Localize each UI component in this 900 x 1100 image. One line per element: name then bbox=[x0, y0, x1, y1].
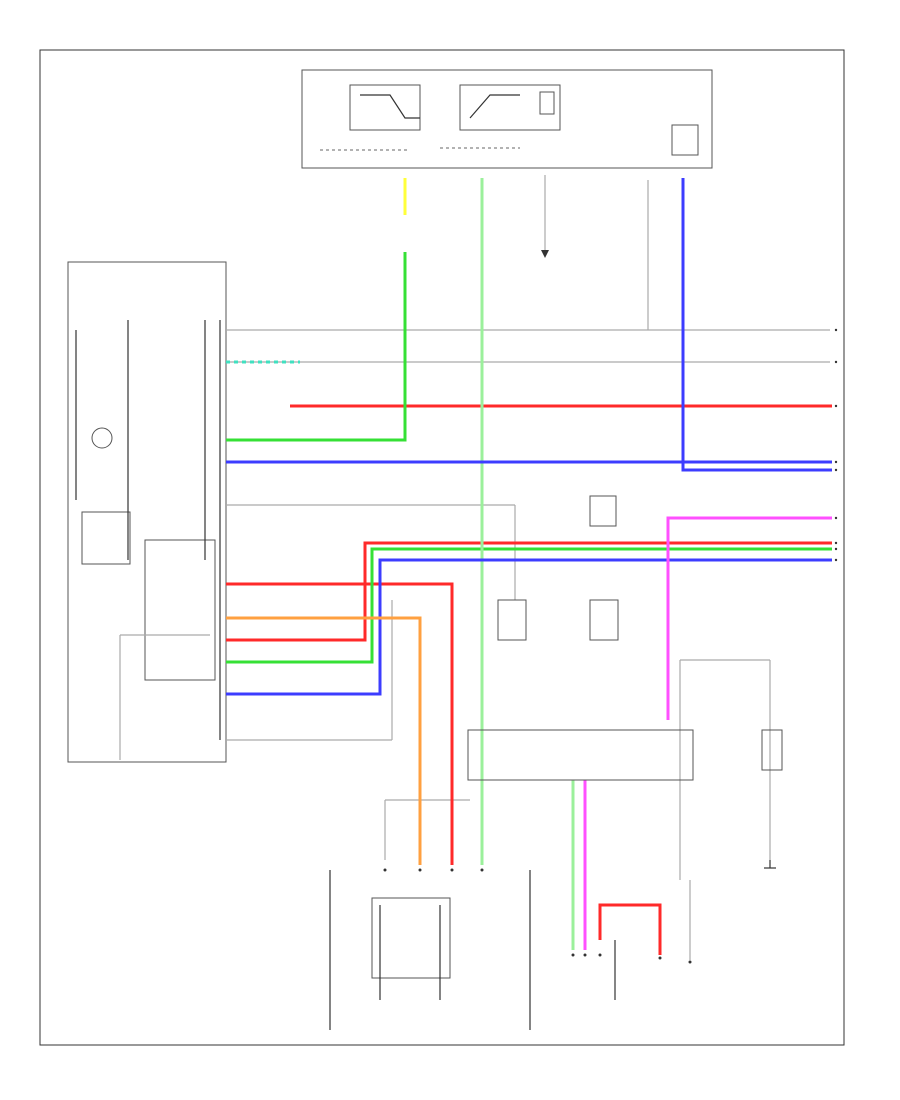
diagram-border bbox=[39, 49, 845, 1046]
orange-wires bbox=[226, 616, 422, 865]
yellow-wires bbox=[226, 178, 407, 620]
right-connector-pins bbox=[834, 328, 838, 562]
red-wires bbox=[226, 404, 832, 955]
top-module bbox=[301, 69, 713, 169]
light-green-wires bbox=[480, 178, 575, 950]
blue-wires bbox=[226, 178, 832, 696]
main-switch-block bbox=[67, 261, 227, 763]
bottom-connector-pins bbox=[383, 868, 692, 964]
gray-wires bbox=[226, 175, 830, 880]
ground-symbol bbox=[764, 860, 776, 869]
green-wires bbox=[226, 252, 832, 664]
lower-modules bbox=[329, 495, 783, 1030]
arrow-down-icon bbox=[541, 250, 549, 258]
pink-wires bbox=[583, 516, 832, 950]
